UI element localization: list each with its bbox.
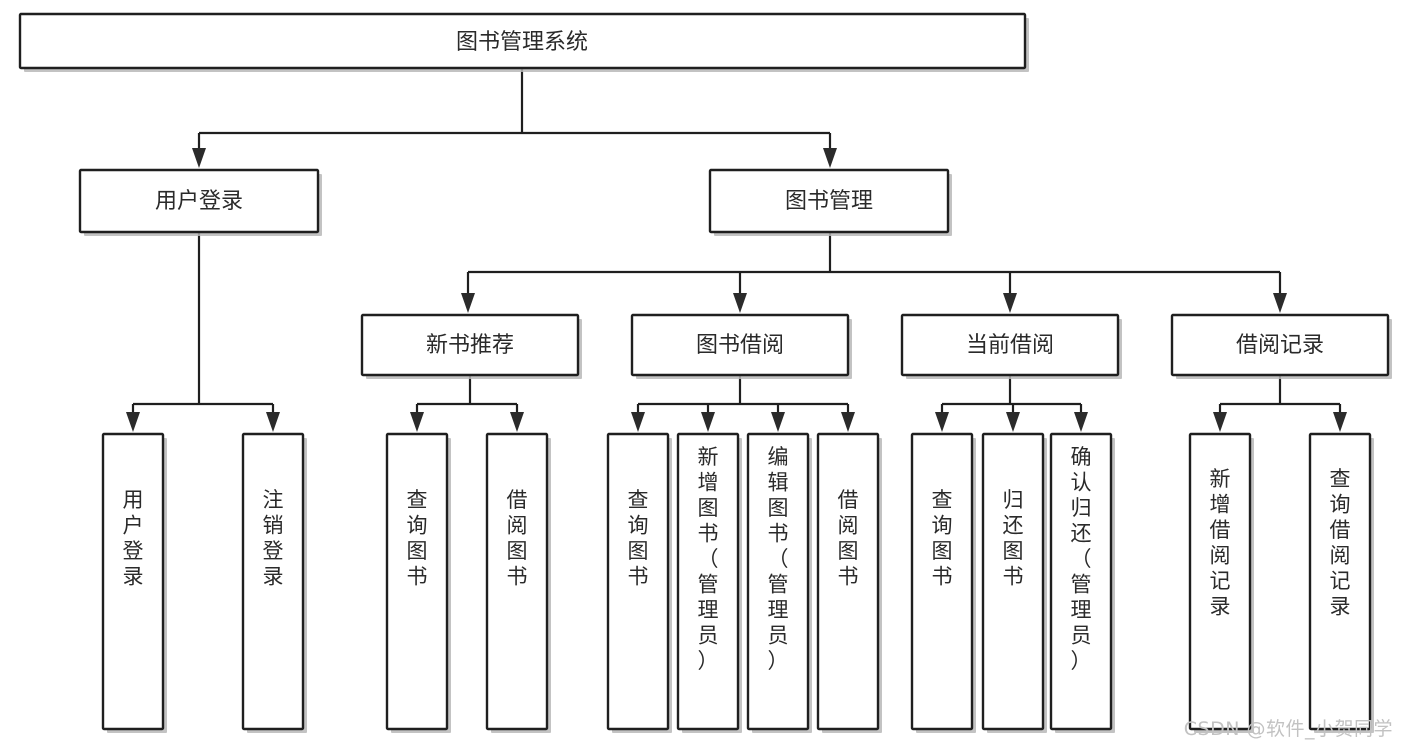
leaf-confirm-return-admin[interactable]: 确认归还（管理员）: [1049, 432, 1115, 733]
edge-book-manage-to-level3: [461, 232, 1287, 313]
leaf-query-book-3[interactable]: 查询图书: [910, 432, 976, 733]
edge-book-borrow-to-leaves: [631, 375, 855, 432]
leaf-query-book-1-label: 查询图书: [407, 488, 428, 589]
node-root[interactable]: 图书管理系统: [18, 12, 1029, 72]
leaf-logout-label: 注销登录: [263, 488, 284, 589]
node-user-login-label: 用户登录: [155, 189, 243, 214]
node-new-book-recommend[interactable]: 新书推荐: [360, 313, 582, 379]
node-book-borrow[interactable]: 图书借阅: [630, 313, 852, 379]
edge-root-to-level2: [192, 68, 837, 168]
leaf-add-book-admin-label: 新增图书（管理员）: [698, 445, 719, 673]
node-borrow-records-label: 借阅记录: [1236, 333, 1324, 358]
leaf-add-borrow-record[interactable]: 新增借阅记录: [1188, 432, 1254, 733]
node-borrow-records[interactable]: 借阅记录: [1170, 313, 1392, 379]
node-book-management[interactable]: 图书管理: [708, 168, 952, 236]
leaf-add-borrow-record-label: 新增借阅记录: [1210, 467, 1231, 619]
node-new-book-recommend-label: 新书推荐: [426, 333, 514, 358]
leaf-confirm-return-admin-label: 确认归还（管理员）: [1071, 445, 1092, 673]
leaf-query-borrow-record[interactable]: 查询借阅记录: [1308, 432, 1374, 733]
edge-current-borrow-to-leaves: [935, 375, 1088, 432]
leaf-edit-book-admin-label: 编辑图书（管理员）: [768, 445, 789, 673]
leaf-borrow-book-2[interactable]: 借阅图书: [816, 432, 882, 733]
leaf-query-book-1[interactable]: 查询图书: [385, 432, 451, 733]
node-book-borrow-label: 图书借阅: [696, 333, 784, 358]
leaf-edit-book-admin[interactable]: 编辑图书（管理员）: [746, 432, 812, 733]
leaf-user-login-label: 用户登录: [123, 488, 144, 589]
node-book-management-label: 图书管理: [785, 189, 873, 214]
leaf-query-borrow-record-label: 查询借阅记录: [1330, 467, 1351, 619]
leaf-add-book-admin[interactable]: 新增图书（管理员）: [676, 432, 742, 733]
edges-layer: [126, 68, 1347, 432]
leaf-borrow-book-2-label: 借阅图书: [838, 488, 859, 589]
leaf-query-book-3-label: 查询图书: [932, 488, 953, 589]
leaf-return-book[interactable]: 归还图书: [981, 432, 1047, 733]
leaf-return-book-label: 归还图书: [1003, 488, 1024, 589]
edge-new-book-rec-to-leaves: [410, 375, 524, 432]
leaf-query-book-2-label: 查询图书: [628, 488, 649, 589]
leaf-borrow-book-1-label: 借阅图书: [507, 488, 528, 589]
node-root-label: 图书管理系统: [456, 30, 588, 55]
csdn-watermark: CSDN @软件_小贺同学: [1183, 718, 1393, 740]
node-user-login[interactable]: 用户登录: [78, 168, 322, 236]
leaf-borrow-book-1[interactable]: 借阅图书: [485, 432, 551, 733]
node-current-borrow[interactable]: 当前借阅: [900, 313, 1122, 379]
node-current-borrow-label: 当前借阅: [966, 333, 1054, 358]
edge-user-login-to-leaves: [126, 232, 280, 432]
nodes-layer: 图书管理系统 用户登录 图书管理 新书推荐: [18, 12, 1392, 733]
leaf-logout[interactable]: 注销登录: [241, 432, 307, 733]
edge-borrow-records-to-leaves: [1213, 375, 1347, 432]
leaf-query-book-2[interactable]: 查询图书: [606, 432, 672, 733]
leaf-user-login[interactable]: 用户登录: [101, 432, 167, 733]
